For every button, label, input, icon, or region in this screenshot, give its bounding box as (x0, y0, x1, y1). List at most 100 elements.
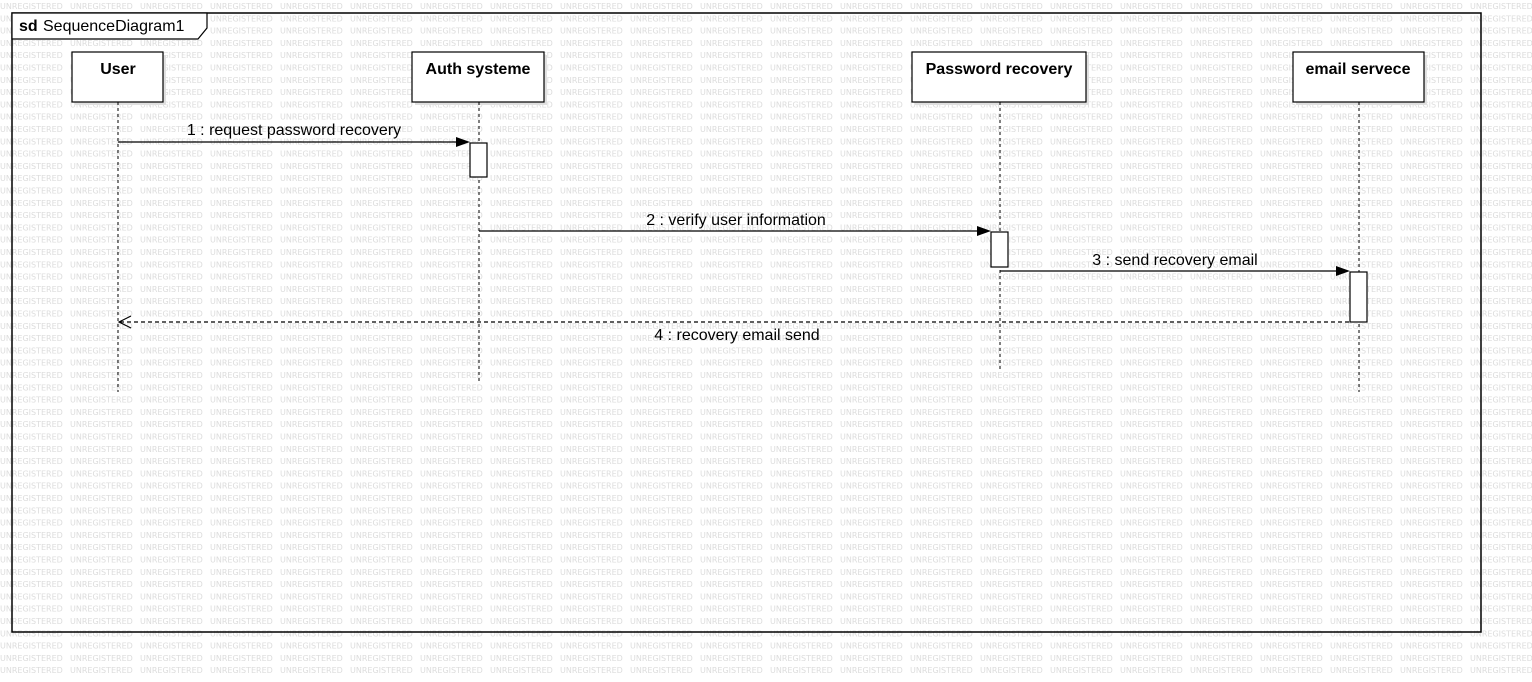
watermark-text: UNREGISTERED (1120, 408, 1183, 417)
watermark-text: UNREGISTERED (280, 469, 343, 478)
watermark-text: UNREGISTERED (420, 162, 483, 171)
watermark-text: UNREGISTERED (1330, 199, 1393, 208)
watermark-text: UNREGISTERED (140, 408, 203, 417)
watermark-text: UNREGISTERED (1260, 297, 1323, 306)
watermark-text: UNREGISTERED (1190, 531, 1253, 540)
watermark-text: UNREGISTERED (1190, 14, 1253, 23)
watermark-text: UNREGISTERED (1120, 580, 1183, 589)
watermark-text: UNREGISTERED (0, 297, 63, 306)
lifeline-password-recovery[interactable]: Password recovery (911, 51, 1089, 372)
watermark-text: UNREGISTERED (490, 531, 553, 540)
lifeline-email-servece[interactable]: email servece (1292, 51, 1427, 392)
watermark-text: UNREGISTERED (560, 494, 623, 503)
watermark-text: UNREGISTERED (1260, 408, 1323, 417)
watermark-text: UNREGISTERED (700, 137, 763, 146)
watermark-text: UNREGISTERED (280, 248, 343, 257)
watermark-text: UNREGISTERED (630, 346, 693, 355)
watermark-text: UNREGISTERED (1260, 396, 1323, 405)
watermark-text: UNREGISTERED (560, 371, 623, 380)
watermark-text: UNREGISTERED (980, 187, 1043, 196)
watermark-text: UNREGISTERED (490, 273, 553, 282)
watermark-text: UNREGISTERED (1260, 39, 1323, 48)
watermark-text: UNREGISTERED (490, 297, 553, 306)
watermark-text: UNREGISTERED (1470, 260, 1532, 269)
watermark-text: UNREGISTERED (770, 654, 833, 663)
watermark-text: UNREGISTERED (910, 211, 973, 220)
watermark-text: UNREGISTERED (350, 494, 413, 503)
watermark-text: UNREGISTERED (280, 482, 343, 491)
message-3[interactable]: 3 : send recovery email (1000, 252, 1350, 276)
watermark-text: UNREGISTERED (140, 543, 203, 552)
watermark-text: UNREGISTERED (1260, 310, 1323, 319)
message-1[interactable]: 1 : request password recovery (118, 122, 470, 147)
watermark-text: UNREGISTERED (210, 285, 273, 294)
watermark-text: UNREGISTERED (490, 359, 553, 368)
watermark-text: UNREGISTERED (350, 346, 413, 355)
watermark-text: UNREGISTERED (490, 2, 553, 11)
watermark-text: UNREGISTERED (770, 297, 833, 306)
watermark-text: UNREGISTERED (700, 162, 763, 171)
watermark-text: UNREGISTERED (1470, 39, 1532, 48)
lifeline-user[interactable]: User (71, 51, 166, 392)
watermark-text: UNREGISTERED (350, 433, 413, 442)
watermark-text: UNREGISTERED (350, 39, 413, 48)
watermark-text: UNREGISTERED (350, 543, 413, 552)
watermark-text: UNREGISTERED (630, 100, 693, 109)
message-2[interactable]: 2 : verify user information (479, 212, 991, 236)
watermark-text: UNREGISTERED (770, 519, 833, 528)
watermark-text: UNREGISTERED (980, 506, 1043, 515)
watermark-text: UNREGISTERED (70, 580, 133, 589)
watermark-text: UNREGISTERED (1400, 346, 1463, 355)
watermark-text: UNREGISTERED (70, 223, 133, 232)
watermark-text: UNREGISTERED (210, 519, 273, 528)
watermark-text: UNREGISTERED (1120, 396, 1183, 405)
watermark-text: UNREGISTERED (1260, 543, 1323, 552)
watermark-text: UNREGISTERED (980, 605, 1043, 614)
watermark-text: UNREGISTERED (1260, 433, 1323, 442)
watermark-text: UNREGISTERED (700, 408, 763, 417)
watermark-text: UNREGISTERED (630, 494, 693, 503)
watermark-text: UNREGISTERED (1260, 334, 1323, 343)
watermark-text: UNREGISTERED (1190, 642, 1253, 651)
watermark-text: UNREGISTERED (1400, 100, 1463, 109)
watermark-text: UNREGISTERED (560, 76, 623, 85)
watermark-text: UNREGISTERED (70, 408, 133, 417)
watermark-text: UNREGISTERED (280, 100, 343, 109)
watermark-text: UNREGISTERED (910, 592, 973, 601)
watermark-text: UNREGISTERED (630, 482, 693, 491)
watermark-text: UNREGISTERED (1260, 629, 1323, 638)
watermark-text: UNREGISTERED (840, 199, 903, 208)
watermark-text: UNREGISTERED (1190, 359, 1253, 368)
watermark-text: UNREGISTERED (1400, 2, 1463, 11)
watermark-text: UNREGISTERED (1330, 469, 1393, 478)
watermark-text: UNREGISTERED (420, 433, 483, 442)
watermark-text: UNREGISTERED (630, 445, 693, 454)
watermark-text: UNREGISTERED (0, 248, 63, 257)
watermark-text: UNREGISTERED (1050, 408, 1113, 417)
message-4-reply[interactable]: 4 : recovery email send (117, 315, 1350, 344)
watermark-text: UNREGISTERED (1260, 568, 1323, 577)
watermark-text: UNREGISTERED (1400, 64, 1463, 73)
watermark-text: UNREGISTERED (910, 580, 973, 589)
watermark-text: UNREGISTERED (1120, 605, 1183, 614)
watermark-text: UNREGISTERED (840, 297, 903, 306)
watermark-text: UNREGISTERED (1120, 285, 1183, 294)
watermark-text: UNREGISTERED (210, 543, 273, 552)
watermark-text: UNREGISTERED (980, 666, 1043, 675)
watermark-text: UNREGISTERED (770, 64, 833, 73)
watermark-text: UNREGISTERED (1470, 445, 1532, 454)
watermark-text: UNREGISTERED (70, 2, 133, 11)
watermark-text: UNREGISTERED (140, 64, 203, 73)
watermark-text: UNREGISTERED (210, 125, 273, 134)
lifeline-auth-systeme[interactable]: Auth systeme (411, 51, 547, 384)
watermark-text: UNREGISTERED (770, 2, 833, 11)
watermark-text: UNREGISTERED (560, 408, 623, 417)
watermark-text: UNREGISTERED (1470, 14, 1532, 23)
watermark-text: UNREGISTERED (980, 223, 1043, 232)
watermark-text: UNREGISTERED (70, 666, 133, 675)
watermark-text: UNREGISTERED (0, 199, 63, 208)
watermark-text: UNREGISTERED (70, 174, 133, 183)
watermark-text: UNREGISTERED (770, 125, 833, 134)
watermark-text: UNREGISTERED (140, 531, 203, 540)
watermark-text: UNREGISTERED (1400, 174, 1463, 183)
